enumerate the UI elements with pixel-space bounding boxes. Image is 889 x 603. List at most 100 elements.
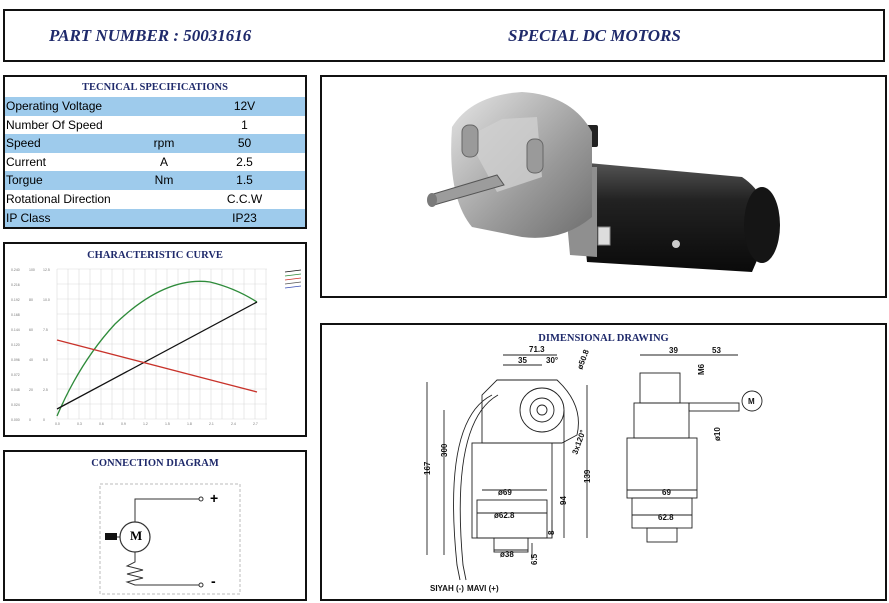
motor-illustration [427, 92, 780, 272]
dim-35: 35 [518, 356, 527, 365]
svg-text:0.240: 0.240 [11, 268, 20, 272]
dim-71-3: 71.3 [529, 345, 545, 354]
spec-name: Rotational Direction [6, 191, 111, 206]
dimensional-drawing: 71.3 35 30° ø50.8 3x120° 167 300 ø69 ø62… [423, 345, 763, 593]
part-number: PART NUMBER : 50031616 [49, 26, 252, 45]
motor-symbol-label: M [130, 528, 143, 543]
svg-text:5.0: 5.0 [43, 358, 48, 362]
svg-text:60: 60 [29, 328, 33, 332]
svg-text:100: 100 [29, 268, 35, 272]
svg-text:80: 80 [29, 298, 33, 302]
svg-text:0.168: 0.168 [11, 313, 20, 317]
svg-text:0.0: 0.0 [55, 422, 60, 426]
svg-text:0.000: 0.000 [11, 418, 20, 422]
curve-red-series [56, 339, 258, 393]
svg-text:40: 40 [29, 358, 33, 362]
svg-text:10.0: 10.0 [43, 298, 50, 302]
dim-50-8: ø50.8 [575, 348, 591, 371]
dim-3x120: 3x120° [570, 429, 587, 456]
spec-unit [134, 190, 194, 209]
dim-8: 8 [547, 530, 556, 535]
dim-69-diameter: ø69 [498, 488, 512, 497]
dim-6-5: 6.5 [530, 553, 539, 565]
svg-text:2.5: 2.5 [43, 388, 48, 392]
svg-text:0.216: 0.216 [11, 283, 20, 287]
svg-text:2.7: 2.7 [253, 422, 258, 426]
dim-139: 139 [583, 469, 592, 483]
svg-text:0.9: 0.9 [121, 422, 126, 426]
dim-62-8-side: 62.8 [658, 513, 674, 522]
spec-unit [134, 116, 194, 135]
spec-name: Number Of Speed [6, 117, 103, 132]
svg-text:1.5: 1.5 [165, 422, 170, 426]
plus-terminal-label: + [210, 490, 219, 506]
specs-title: TECNICAL SPECIFICATIONS [82, 82, 228, 93]
svg-text:2.4: 2.4 [231, 422, 236, 426]
svg-text:2.1: 2.1 [209, 422, 214, 426]
wire-siyah-label: SIYAH (-) [430, 584, 464, 593]
dim-167: 167 [423, 461, 432, 475]
minus-terminal-label: - [211, 573, 216, 589]
connection-schematic [99, 483, 241, 595]
characteristic-curve-panel: CHARACTERISTIC CURVE 0.240 0.216 0.192 0.1… [3, 242, 307, 437]
spec-value: C.C.W [226, 191, 263, 206]
dim-30-deg: 30° [546, 356, 558, 365]
dim-39: 39 [669, 346, 678, 355]
svg-text:0.192: 0.192 [11, 298, 20, 302]
wire-mavi-label: MAVI (+) [467, 584, 499, 593]
spec-row: Operating Voltage 12V [5, 97, 305, 116]
connection-title: CONNECTION DIAGRAM [91, 458, 219, 469]
spec-value: 2.5 [236, 154, 253, 169]
spec-unit: Nm [154, 173, 174, 188]
dimensional-drawing-panel: DIMENSIONAL DRAWING [320, 323, 887, 601]
technical-specifications-table: TECNICAL SPECIFICATIONS Operating Voltag… [3, 75, 307, 229]
dim-10-diameter: ø10 [713, 427, 722, 441]
dim-m6: M6 [697, 363, 706, 375]
svg-text:0.048: 0.048 [11, 388, 20, 392]
spec-value: 1.5 [236, 173, 253, 188]
product-photo-panel [320, 75, 887, 298]
svg-text:1.8: 1.8 [187, 422, 192, 426]
curve-grid [56, 268, 267, 420]
spec-value: 1 [241, 117, 248, 132]
dim-300: 300 [440, 443, 449, 457]
svg-text:0: 0 [43, 418, 45, 422]
spec-unit [134, 209, 194, 228]
svg-text:0.144: 0.144 [11, 328, 20, 332]
curve-title: CHARACTERISTIC CURVE [87, 250, 223, 261]
curve-black-series [56, 301, 258, 410]
svg-text:0.072: 0.072 [11, 373, 20, 377]
svg-text:1.2: 1.2 [143, 422, 148, 426]
svg-text:0.096: 0.096 [11, 358, 20, 362]
svg-text:7.5: 7.5 [43, 328, 48, 332]
curve-green-series [56, 280, 258, 417]
spec-unit: rpm [153, 136, 175, 151]
spec-value: 12V [233, 99, 256, 113]
spec-name: Current [6, 154, 47, 169]
spec-value: 50 [237, 136, 252, 151]
spec-name: IP Class [6, 210, 51, 225]
dimensional-title: DIMENSIONAL DRAWING [538, 333, 669, 344]
dim-38-diameter: ø38 [500, 550, 514, 559]
svg-text:0.024: 0.024 [11, 403, 20, 407]
connection-diagram-panel: CONNECTION DIAGRAM M + - [3, 450, 307, 601]
dim-94: 94 [559, 496, 568, 505]
svg-text:0.3: 0.3 [77, 422, 82, 426]
spec-unit: A [159, 154, 168, 169]
rotation-m-symbol: M [748, 397, 755, 406]
spec-row: Torgue Nm 1.5 [5, 171, 305, 190]
spec-row: Rotational Direction C.C.W [5, 190, 305, 209]
spec-row: IP Class IP23 [5, 208, 305, 228]
header-banner: PART NUMBER : 50031616 SPECIAL DC MOTORS [3, 9, 885, 62]
spec-unit [134, 97, 194, 116]
spec-value: IP23 [232, 210, 257, 225]
svg-text:20: 20 [29, 388, 33, 392]
svg-text:12.5: 12.5 [43, 268, 50, 272]
spec-row: Number Of Speed 1 [5, 116, 305, 135]
spec-name: Operating Voltage [6, 99, 103, 113]
dim-62-8-diameter: ø62.8 [494, 511, 515, 520]
spec-name: Torgue [6, 173, 43, 188]
